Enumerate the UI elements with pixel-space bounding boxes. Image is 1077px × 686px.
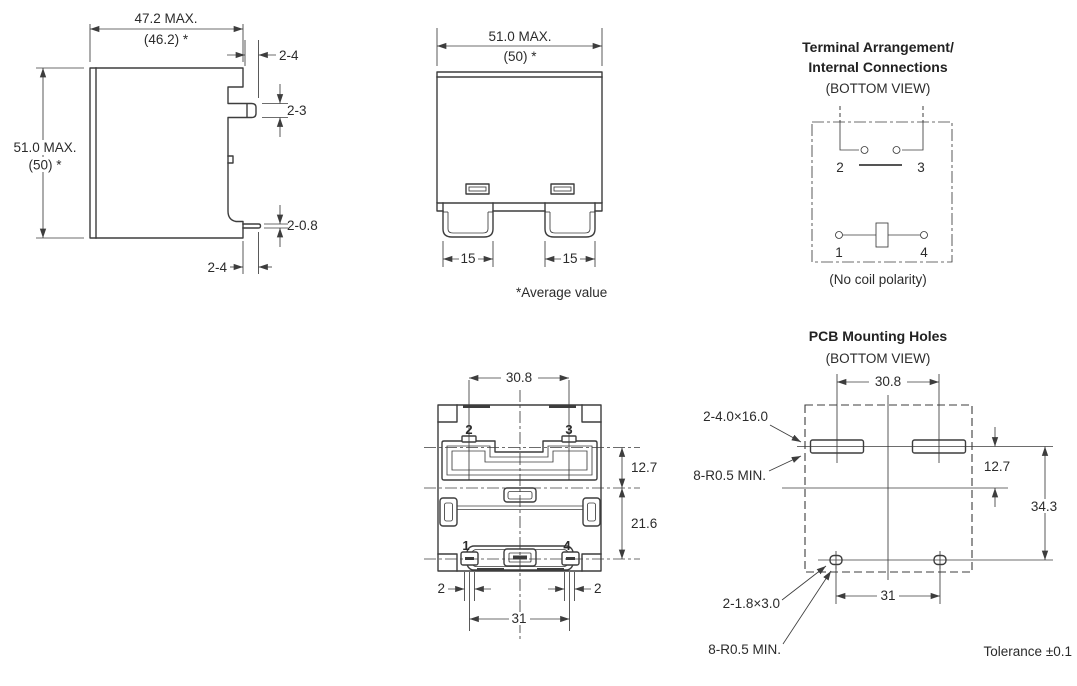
coil-terminal-4: [920, 231, 928, 239]
tolerance-note: Tolerance ±0.1: [984, 644, 1072, 659]
terminal-3-label: 3: [917, 160, 925, 175]
dim-pcb-offset-total: 34.3: [1031, 499, 1057, 514]
dim-foot-right: 15: [562, 251, 577, 266]
dim-bottom-pitch-bottom: 31: [511, 611, 526, 626]
dim-bottom-offset-lower: 21.6: [631, 516, 657, 531]
relay-body-front: [436, 71, 603, 204]
coil-symbol: [875, 222, 889, 248]
average-value-note: *Average value: [516, 285, 607, 300]
slot-size-callout: 2-4.0×16.0: [703, 409, 768, 424]
bottom-terminal-1-label: 1: [462, 538, 469, 553]
dim-foot-left: 15: [460, 251, 475, 266]
mounting-slot-left: [809, 439, 865, 454]
upper-terminal-block: [441, 440, 598, 481]
dim-side-height-avg: (50) *: [28, 158, 62, 173]
dim-pcb-offset-upper: 12.7: [984, 459, 1010, 474]
vent-slot-left: [465, 183, 490, 195]
pcb-title: PCB Mounting Holes: [809, 328, 948, 344]
mounting-slot-right: [911, 439, 967, 454]
dim-front-width-avg: (50) *: [503, 49, 537, 64]
pcb-subtitle: (BOTTOM VIEW): [826, 351, 931, 366]
dim-pin-top-width: 2-3: [287, 103, 307, 118]
bottom-view: 2 3 1 4 30.8 12.7 21.6 2 2 31: [424, 370, 657, 640]
dim-bottom-width-left: 2: [437, 581, 445, 596]
terminal-title-line1: Terminal Arrangement/: [802, 39, 954, 55]
dim-pin-top-length: 2-4: [279, 48, 299, 63]
coil-terminal-1: [835, 231, 843, 239]
no-coil-polarity-note: (No coil polarity): [829, 272, 927, 287]
hole-size-callout: 2-1.8×3.0: [723, 596, 780, 611]
bottom-terminal-4-label: 4: [563, 538, 571, 553]
foot-left: [442, 202, 494, 238]
hole-radius-callout: 8-R0.5 MIN.: [708, 642, 781, 657]
dim-pin-bottom-width: 2-0.8: [287, 218, 318, 233]
dim-side-width-max: 47.2 MAX.: [134, 11, 197, 26]
relay-body-side: [89, 67, 257, 239]
terminal-title-line2: Internal Connections: [808, 59, 947, 75]
dim-bottom-width-right: 2: [594, 581, 602, 596]
terminal-4-label: 4: [920, 245, 928, 260]
dim-side-width-avg: (46.2) *: [144, 32, 189, 47]
dim-bottom-pitch-top: 30.8: [506, 370, 532, 385]
side-slot-right: [582, 497, 601, 527]
side-view: 47.2 MAX. (46.2) * 51.0 MAX. (50) * 2-4 …: [4, 11, 318, 275]
terminal-1-label: 1: [835, 245, 843, 260]
terminal-subtitle: (BOTTOM VIEW): [826, 81, 931, 96]
pcb-mounting-view: PCB Mounting Holes (BOTTOM VIEW) 30.8 12…: [693, 328, 1072, 659]
terminal-2-label: 2: [836, 160, 844, 175]
side-slot-left: [439, 497, 458, 527]
contact-point-3: [892, 146, 901, 154]
contact-lead-3: [902, 122, 924, 151]
bottom-terminal-2-label: 2: [465, 422, 472, 437]
dim-pcb-pitch-bottom: 31: [880, 588, 895, 603]
contact-lead-2: [839, 122, 859, 151]
pcb-board-outline: [804, 404, 973, 573]
dim-pin-bottom-length: 2-4: [207, 260, 227, 275]
case-hook: [227, 155, 234, 164]
bottom-terminal-3-label: 3: [565, 422, 572, 437]
dim-front-width-max: 51.0 MAX.: [488, 29, 551, 44]
pin-bottom: [242, 223, 262, 229]
front-view: 51.0 MAX. (50) * 15 15 *Average value: [436, 28, 607, 300]
foot-right: [544, 202, 596, 238]
dim-pcb-pitch-top: 30.8: [875, 374, 901, 389]
dim-side-height-max: 51.0 MAX.: [13, 140, 76, 155]
contact-point-2: [860, 146, 869, 154]
terminal-arrangement-view: Terminal Arrangement/ Internal Connectio…: [802, 39, 954, 287]
vent-slot-right: [550, 183, 575, 195]
relay-outline-phantom: [811, 121, 953, 263]
slot-radius-callout: 8-R0.5 MIN.: [693, 468, 766, 483]
dim-bottom-offset-upper: 12.7: [631, 460, 657, 475]
